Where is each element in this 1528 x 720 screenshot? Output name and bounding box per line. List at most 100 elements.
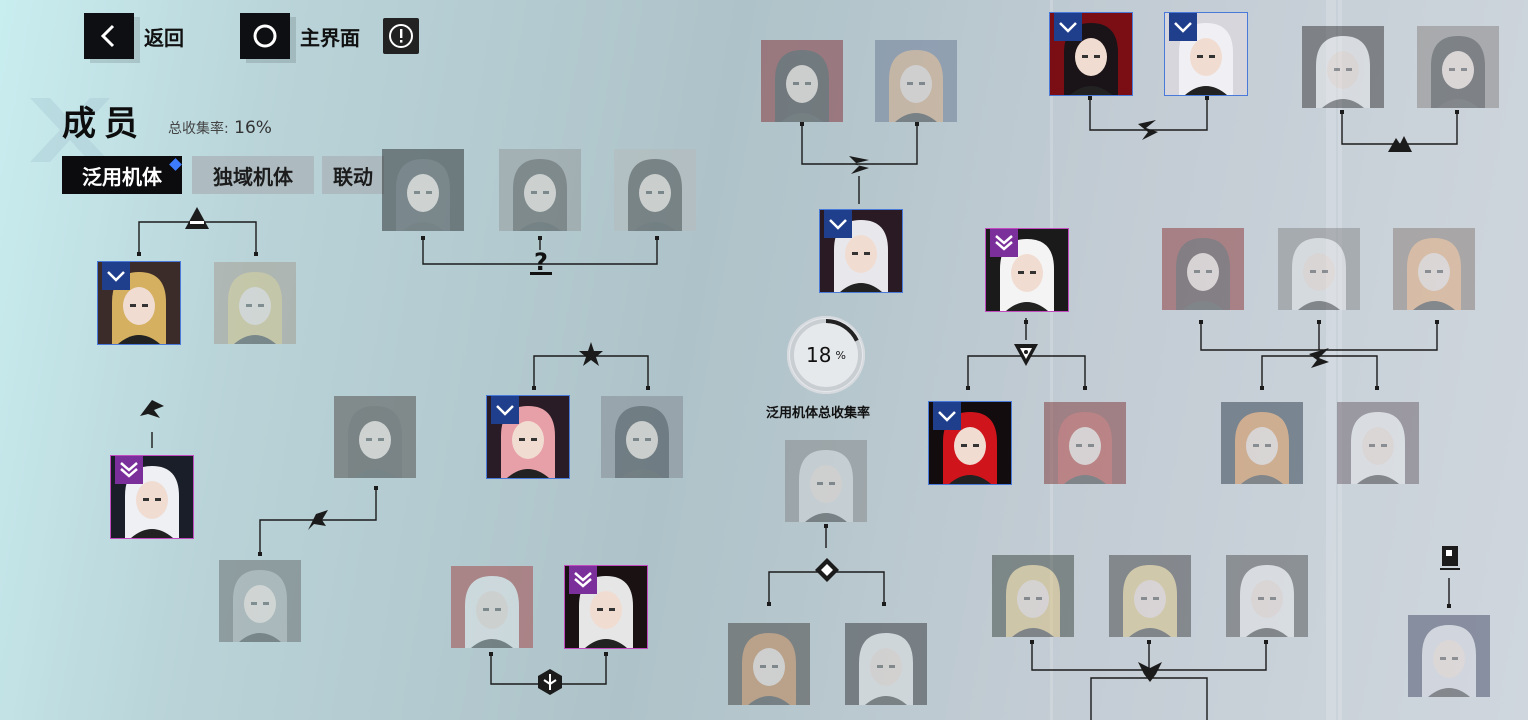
construct-card-c12[interactable] [564,565,648,649]
construct-card-c07[interactable] [334,396,416,478]
construct-card-c19[interactable] [1049,12,1133,96]
portrait-icon [1221,402,1303,484]
portrait-icon [334,396,416,478]
gauge-label: 泛用机体总收集率 [766,406,871,421]
rank-chevron-icon [990,229,1018,257]
back-arrow-icon [84,13,134,59]
construct-card-c02[interactable] [499,149,581,231]
glyph-emblem-icon [1440,546,1460,570]
portrait-icon [1337,402,1419,484]
portrait-icon [728,623,810,705]
construct-card-c11[interactable] [451,566,533,648]
portrait-icon [1109,555,1191,637]
construct-card-c30[interactable] [1337,402,1419,484]
rank-chevron-icon [824,210,852,238]
portrait-icon [992,555,1074,637]
home-label: 主界面 [300,25,360,50]
construct-card-c15[interactable] [819,209,903,293]
construct-card-c08[interactable] [219,560,301,642]
portrait-icon [601,396,683,478]
construct-card-c03[interactable] [614,149,696,231]
construct-card-c18[interactable] [845,623,927,705]
construct-card-c10[interactable] [601,396,683,478]
portrait-icon [1408,615,1490,697]
mystery-emblem-icon: ? [530,248,552,276]
tab-exclusive-constructs[interactable]: 独域机体 [192,156,314,194]
talon-emblem-icon [1138,120,1158,140]
collection-rate-gauge: 18% [787,316,865,394]
portrait-icon [1417,26,1499,108]
svg-text:?: ? [534,248,548,276]
rank-chevron-icon [933,402,961,430]
portrait-icon [986,229,1068,311]
rate-value: 16% [234,118,272,138]
portrait-icon [499,149,581,231]
construct-card-c24[interactable] [928,401,1012,485]
portrait-icon [845,623,927,705]
construct-card-c05[interactable] [214,262,296,344]
crest-emblem-icon [1138,662,1162,682]
back-button[interactable]: 返回 [84,13,184,59]
gauge-unit: % [835,348,846,362]
title-watermark-icon [30,98,110,162]
construct-card-c34[interactable] [1408,615,1490,697]
portrait-icon [451,566,533,648]
portrait-icon [1044,402,1126,484]
construct-card-c13[interactable] [761,40,843,122]
construct-card-c29[interactable] [1221,402,1303,484]
construct-card-c14[interactable] [875,40,957,122]
blade-emblem-icon [308,510,328,530]
info-icon[interactable] [383,18,419,54]
rank-chevron-icon [491,396,519,424]
construct-card-c23[interactable] [985,228,1069,312]
construct-card-c01[interactable] [382,149,464,231]
construct-card-c09[interactable] [486,395,570,479]
home-circle-icon [240,13,290,59]
rate-label: 总收集率: [168,121,229,137]
tab-general-constructs[interactable]: 泛用机体 [62,156,182,194]
portrait-icon [219,560,301,642]
portrait-icon [1162,228,1244,310]
tab-label: 泛用机体 [82,164,162,189]
rank-chevron-icon [569,566,597,594]
shield-emblem-icon [538,669,562,695]
construct-card-c28[interactable] [1393,228,1475,310]
rank-chevron-icon [115,456,143,484]
construct-card-c27[interactable] [1278,228,1360,310]
construct-card-c25[interactable] [1044,402,1126,484]
faction-emblem-icon [185,207,209,229]
portrait-icon [785,440,867,522]
construct-card-c26[interactable] [1162,228,1244,310]
rank-chevron-icon [1169,13,1197,41]
peak-emblem-icon [1388,136,1412,152]
construct-card-c16[interactable] [785,440,867,522]
portrait-icon [1393,228,1475,310]
portrait-icon [214,262,296,344]
home-button[interactable]: 主界面 [240,13,360,59]
portrait-icon [614,149,696,231]
construct-card-c33[interactable] [1226,555,1308,637]
portrait-icon [1226,555,1308,637]
portrait-icon [382,149,464,231]
portrait-icon [761,40,843,122]
construct-card-c32[interactable] [1109,555,1191,637]
construct-card-c21[interactable] [1302,26,1384,108]
gauge-value: 18% [787,316,865,394]
star-emblem-icon [579,342,603,366]
back-label: 返回 [144,25,184,50]
portrait-icon [1050,13,1132,95]
portrait-icon [875,40,957,122]
construct-card-c06[interactable] [110,455,194,539]
construct-card-c20[interactable] [1164,12,1248,96]
gauge-progress-arc [790,319,862,391]
page-title: 成员 [62,104,146,144]
rank-chevron-icon [1054,13,1082,41]
construct-card-c04[interactable] [97,261,181,345]
construct-card-c31[interactable] [992,555,1074,637]
claw-emblem-icon [849,156,869,174]
construct-card-c17[interactable] [728,623,810,705]
diamond-emblem-icon [815,558,839,582]
construct-card-c22[interactable] [1417,26,1499,108]
tab-collab[interactable]: 联动 [322,156,384,194]
wing-emblem-icon [140,400,164,418]
